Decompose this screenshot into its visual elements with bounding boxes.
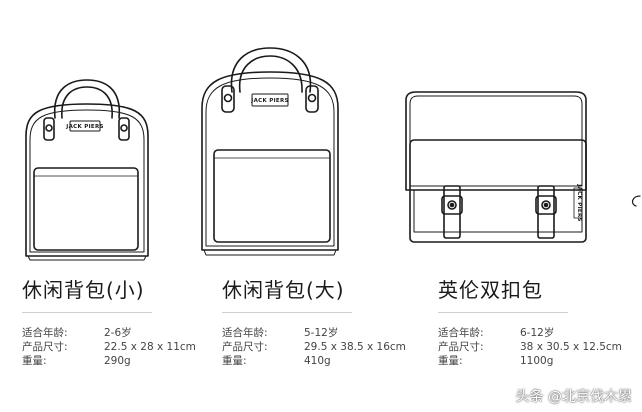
product-title-small: 休闲背包(小) (22, 278, 145, 302)
specs-satchel: 适合年龄: 6-12岁 产品尺寸: 38 x 30.5 x 12.5cm 重量: 11… (438, 326, 622, 368)
spec-value: 22.5 x 28 x 11cm (104, 341, 196, 353)
spec-row-size: 产品尺寸: 22.5 x 28 x 11cm (22, 340, 196, 354)
spec-label: 产品尺寸: (222, 341, 268, 353)
divider-small (22, 312, 152, 313)
divider-large (222, 312, 352, 313)
spec-row-weight: 重量: 290g (22, 354, 196, 368)
spec-value: 6-12岁 (520, 327, 555, 339)
spec-row-age: 适合年龄: 5-12岁 (222, 326, 406, 340)
spec-label: 重量: (22, 355, 47, 367)
spec-row-weight: 重量: 410g (222, 354, 406, 368)
spec-label: 产品尺寸: (22, 341, 68, 353)
spec-row-age: 适合年龄: 2-6岁 (22, 326, 196, 340)
product-title-large: 休闲背包(大) (222, 278, 345, 302)
small-bag-logo: JACK PIERS (65, 124, 104, 130)
large-backpack-icon: JACK PIERS (201, 47, 339, 256)
divider-satchel (438, 312, 568, 313)
small-backpack-icon: JACK PIERS (25, 79, 149, 261)
spec-row-size: 产品尺寸: 38 x 30.5 x 12.5cm (438, 340, 622, 354)
spec-row-weight: 重量: 1100g (438, 354, 622, 368)
spec-value: 38 x 30.5 x 12.5cm (520, 341, 622, 353)
specs-large: 适合年龄: 5-12岁 产品尺寸: 29.5 x 38.5 x 16cm 重量: 41… (222, 326, 406, 368)
specs-small: 适合年龄: 2-6岁 产品尺寸: 22.5 x 28 x 11cm 重量: 290g (22, 326, 196, 368)
spec-value: 2-6岁 (104, 327, 132, 339)
spec-value: 5-12岁 (304, 327, 339, 339)
spec-value: 290g (104, 355, 131, 367)
satchel-logo: JACK PIERS (576, 183, 582, 222)
spec-label: 重量: (222, 355, 247, 367)
satchel-icon: JACK PIERS (405, 91, 641, 243)
product-title-satchel: 英伦双扣包 (438, 278, 543, 302)
spec-value: 29.5 x 38.5 x 16cm (304, 341, 406, 353)
spec-row-age: 适合年龄: 6-12岁 (438, 326, 622, 340)
spec-label: 适合年龄: (438, 327, 484, 339)
watermark: 头条 @北京伐木累 (515, 389, 632, 405)
spec-value: 1100g (520, 355, 554, 367)
spec-row-size: 产品尺寸: 29.5 x 38.5 x 16cm (222, 340, 406, 354)
spec-label: 产品尺寸: (438, 341, 484, 353)
large-bag-logo: JACK PIERS (250, 98, 289, 104)
spec-value: 410g (304, 355, 331, 367)
spec-label: 重量: (438, 355, 463, 367)
spec-label: 适合年龄: (222, 327, 268, 339)
spec-label: 适合年龄: (22, 327, 68, 339)
